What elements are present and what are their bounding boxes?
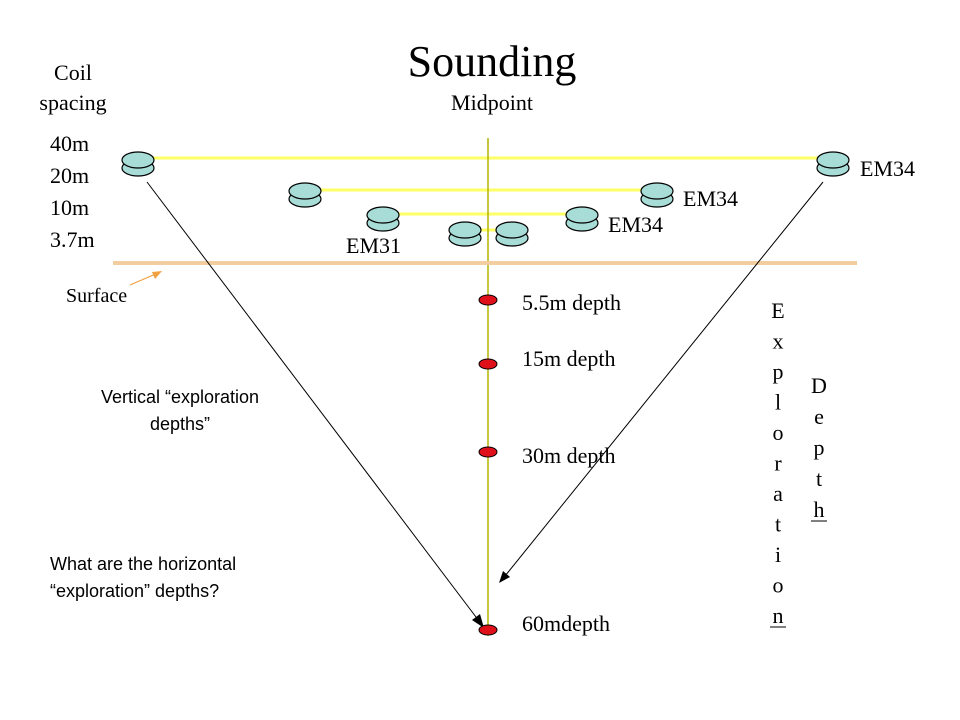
depth-vertical-letter: h (814, 497, 825, 522)
depth-vertical-letter: e (814, 404, 824, 429)
coil-40m-left (121, 151, 155, 177)
em34-40m-label: EM34 (860, 156, 915, 181)
coil-40m-right (816, 151, 850, 177)
exploration-vertical-letter: p (773, 359, 784, 384)
exploration-vertical-letter: a (773, 481, 783, 506)
exploration-vertical-letter: o (773, 573, 784, 598)
depth-vertical-letter: t (816, 466, 822, 491)
spacing-10m: 10m (50, 195, 89, 220)
coil-spacing-label-line2: spacing (39, 90, 106, 115)
depth-marker-15m (478, 358, 498, 370)
em34-20m-label: EM34 (683, 186, 738, 211)
depth-vertical-letter: p (814, 435, 825, 460)
exploration-vertical-letter: l (775, 390, 781, 415)
coil-3-7m-right (495, 221, 529, 247)
right-exploration-arrow (499, 181, 824, 583)
spacing-3-7m: 3.7m (50, 227, 95, 252)
exploration-vertical-letter: n (773, 603, 784, 628)
coil-3-7m-left (448, 221, 482, 247)
left-exploration-arrow (146, 181, 484, 628)
horizontal-question-line1: What are the horizontal (50, 554, 236, 574)
exploration-vertical-letter: E (771, 298, 784, 323)
spacing-40m: 40m (50, 131, 89, 156)
surface-label: Surface (66, 285, 127, 307)
vertical-note-line1: Vertical “exploration (101, 387, 259, 407)
title: Sounding (408, 37, 577, 86)
depth-marker-5-5m (478, 294, 498, 306)
depth-label-30m: 30m depth (522, 443, 616, 468)
coil-10m-right (565, 206, 599, 232)
exploration-vertical-letter: r (774, 451, 782, 476)
coil-10m-left (366, 206, 400, 232)
depth-label-60m: 60mdepth (522, 611, 610, 636)
depth-marker-30m (478, 446, 498, 458)
horizontal-question-line2: “exploration” depths? (50, 581, 219, 601)
vertical-note-line2: depths” (150, 414, 210, 434)
spacing-20m: 20m (50, 163, 89, 188)
midpoint-label: Midpoint (451, 90, 533, 115)
exploration-vertical-letter: o (773, 420, 784, 445)
coil-spacing-label-line1: Coil (54, 60, 92, 85)
exploration-vertical-letter: i (775, 542, 781, 567)
depth-marker-60m (478, 624, 498, 636)
depth-vertical-letter: D (811, 373, 827, 398)
coil-20m-right (640, 182, 674, 208)
exploration-vertical-letter: x (773, 329, 784, 354)
exploration-vertical-letter: t (775, 512, 781, 537)
em31-label: EM31 (346, 233, 401, 258)
depth-label-5-5m: 5.5m depth (522, 290, 621, 315)
coil-20m-left (288, 182, 322, 208)
surface-arrow (129, 271, 162, 286)
em34-10m-label: EM34 (608, 212, 663, 237)
depth-label-15m: 15m depth (522, 346, 616, 371)
